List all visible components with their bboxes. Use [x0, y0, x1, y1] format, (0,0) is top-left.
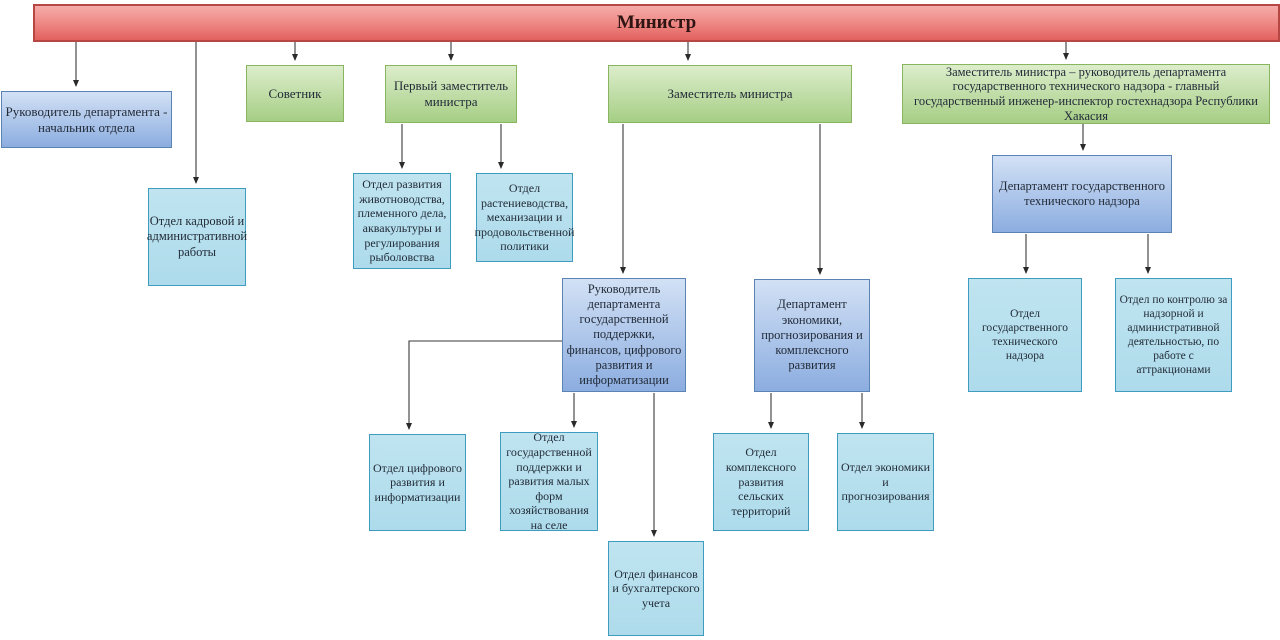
- org-node-advisor-label: Советник: [268, 85, 322, 101]
- connector-support-head-digital: [406, 340, 562, 430]
- org-node-support-head: Руководитель департамента государственно…: [562, 278, 686, 392]
- org-node-dept-head-label: Руководитель департамента - начальник от…: [5, 103, 168, 135]
- org-node-first-deputy: Первый заместитель министра: [385, 65, 517, 123]
- org-node-finance-label: Отдел финансов и бухгалтерского учета: [612, 566, 700, 610]
- org-node-tech-dept: Департамент государственного техническог…: [992, 155, 1172, 233]
- org-node-tech-supervision: Отдел государственного технического надз…: [968, 278, 1082, 392]
- org-node-control-dept: Отдел по контролю за надзорной и админис…: [1115, 278, 1232, 392]
- org-node-digital-label: Отдел цифрового развития и информатизаци…: [373, 460, 462, 504]
- org-node-minister: Министр: [33, 4, 1280, 42]
- org-node-first-deputy-label: Первый заместитель министра: [393, 78, 509, 109]
- org-node-digital: Отдел цифрового развития и информатизаци…: [369, 434, 466, 531]
- org-node-econ-forecast-label: Отдел экономики и прогнозирования: [841, 460, 931, 504]
- org-node-small-farms: Отдел государственной поддержки и развит…: [500, 430, 598, 533]
- org-node-hr-admin: Отдел кадровой и административной работы: [146, 188, 248, 286]
- org-node-minister-label: Министр: [616, 12, 697, 34]
- org-node-support-head-label: Руководитель департамента государственно…: [566, 281, 682, 388]
- org-node-crops-label: Отдел растениеводства, механизации и про…: [474, 180, 575, 254]
- org-node-tech-supervision-label: Отдел государственного технического надз…: [982, 307, 1068, 363]
- org-node-econ-dept: Департамент экономики, прогнозирования и…: [754, 279, 870, 392]
- org-node-deputy-label: Заместитель министра: [667, 86, 793, 102]
- org-node-livestock: Отдел развития животноводства, племенног…: [353, 173, 451, 269]
- org-node-tech-dept-label: Департамент государственного техническог…: [999, 178, 1165, 208]
- org-node-dept-head: Руководитель департамента - начальник от…: [1, 91, 172, 148]
- org-node-rural-dev: Отдел комплексного развития сельских тер…: [713, 433, 809, 531]
- org-node-rural-dev-label: Отдел комплексного развития сельских тер…: [725, 445, 797, 518]
- org-node-livestock-label: Отдел развития животноводства, племенног…: [357, 177, 447, 265]
- org-node-econ-forecast: Отдел экономики и прогнозирования: [837, 433, 934, 531]
- org-node-advisor: Советник: [246, 65, 344, 122]
- org-node-small-farms-label: Отдел государственной поддержки и развит…: [506, 430, 592, 533]
- org-node-control-dept-label: Отдел по контролю за надзорной и админис…: [1119, 293, 1228, 377]
- org-node-econ-dept-label: Департамент экономики, прогнозирования и…: [761, 297, 863, 373]
- org-node-crops: Отдел растениеводства, механизации и про…: [474, 173, 575, 262]
- org-node-finance: Отдел финансов и бухгалтерского учета: [608, 541, 704, 636]
- org-node-hr-admin-label: Отдел кадровой и административной работы: [146, 214, 248, 259]
- org-node-deputy: Заместитель министра: [608, 65, 852, 123]
- org-node-deputy-tech-label: Заместитель министра – руководитель депа…: [914, 64, 1258, 123]
- org-node-deputy-tech: Заместитель министра – руководитель депа…: [902, 64, 1270, 124]
